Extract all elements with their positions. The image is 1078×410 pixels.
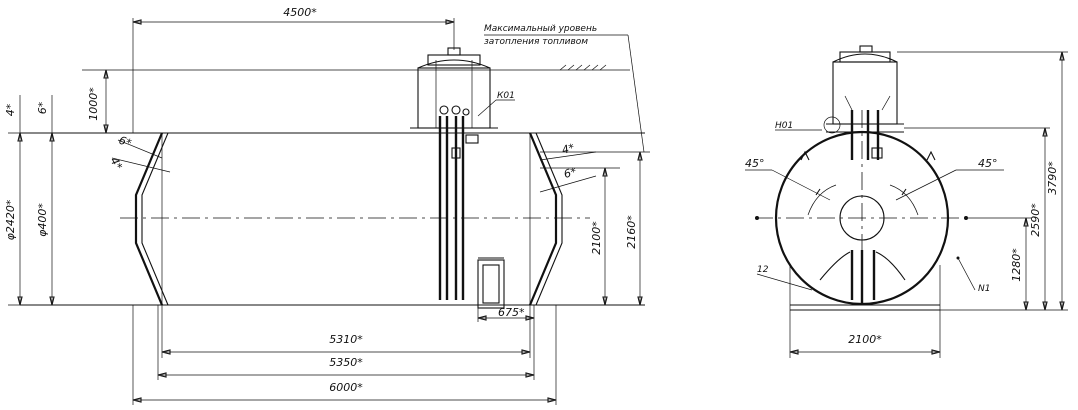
- bottom-fitting: [477, 257, 505, 309]
- n01-label-group: Н01: [775, 116, 841, 134]
- lug-left: [800, 150, 810, 161]
- dim-5310-label: 5310*: [329, 333, 363, 346]
- end-lower-pipes: [819, 250, 906, 303]
- angle-labels: 45° 45°: [745, 157, 1004, 216]
- cone-dims-right: 4* 6*: [539, 141, 597, 193]
- side-view: 4500* Максимальный уровень затопления то…: [4, 6, 650, 405]
- dim-4-label: 4*: [4, 103, 17, 116]
- vertical-pipes: [438, 105, 479, 300]
- label-n1: N1: [978, 284, 990, 294]
- end-base: [789, 265, 941, 311]
- dim-2100-side-label: 2100*: [590, 221, 603, 255]
- dim-6-cone-right-label: 6*: [562, 165, 578, 181]
- dim-1280-label: 1280*: [1010, 248, 1023, 282]
- dim-2100-end-label: 2100*: [848, 333, 882, 346]
- k01-label: К01: [497, 91, 515, 101]
- dim-phi400-label: φ400*: [36, 203, 49, 237]
- cone-dims-left: 6* 4*: [107, 134, 171, 173]
- end-dome: [826, 45, 904, 160]
- dim-2160-label: 2160*: [625, 215, 638, 249]
- max-level-note: Максимальный уровень затопления топливом: [484, 24, 645, 153]
- dim-6000-label: 6000*: [329, 381, 363, 394]
- max-level-line2: затопления топливом: [484, 37, 588, 47]
- left-vertical-dims: 4* 6* 1000* φ2420* φ400*: [4, 69, 162, 306]
- k01-label-group: К01: [477, 91, 515, 117]
- end-right-dims: 3790* 2590* 1280*: [897, 51, 1068, 311]
- dim-5350-label: 5350*: [329, 356, 363, 369]
- bottom-dims: 675* 5310* 5350* 6000*: [132, 305, 557, 405]
- dim-3790-label: 3790*: [1046, 161, 1059, 195]
- right-vertical-dims: 2100* 2160*: [540, 151, 650, 306]
- end-view: Н01 45° 45° 12 N1: [745, 45, 1068, 358]
- label-n1-group: N1: [956, 256, 990, 294]
- dim-6-label: 6*: [36, 101, 49, 114]
- manhole-dome: [410, 47, 498, 129]
- tank-body: [20, 64, 645, 306]
- angle-left-label: 45°: [745, 157, 765, 170]
- label-12: 12: [757, 265, 769, 275]
- n01-label: Н01: [775, 121, 793, 131]
- max-level-line1: Максимальный уровень: [484, 24, 597, 34]
- lug-right: [926, 150, 936, 161]
- angle-right-label: 45°: [978, 157, 998, 170]
- dim-4500: 4500*: [132, 6, 455, 133]
- dim-phi2420-label: φ2420*: [4, 199, 17, 240]
- dim-4-cone-right-label: 4*: [560, 141, 576, 157]
- dim-4-cone-left-label: 4*: [107, 155, 125, 173]
- dim-4500-label: 4500*: [283, 6, 317, 19]
- dim-675-label: 675*: [498, 306, 525, 319]
- end-bottom-dim: 2100*: [789, 310, 941, 358]
- label-12-group: 12: [756, 265, 813, 291]
- dim-6-cone-left-label: 6*: [117, 134, 134, 151]
- dim-2590-label: 2590*: [1029, 203, 1042, 237]
- dim-1000-label: 1000*: [87, 87, 100, 121]
